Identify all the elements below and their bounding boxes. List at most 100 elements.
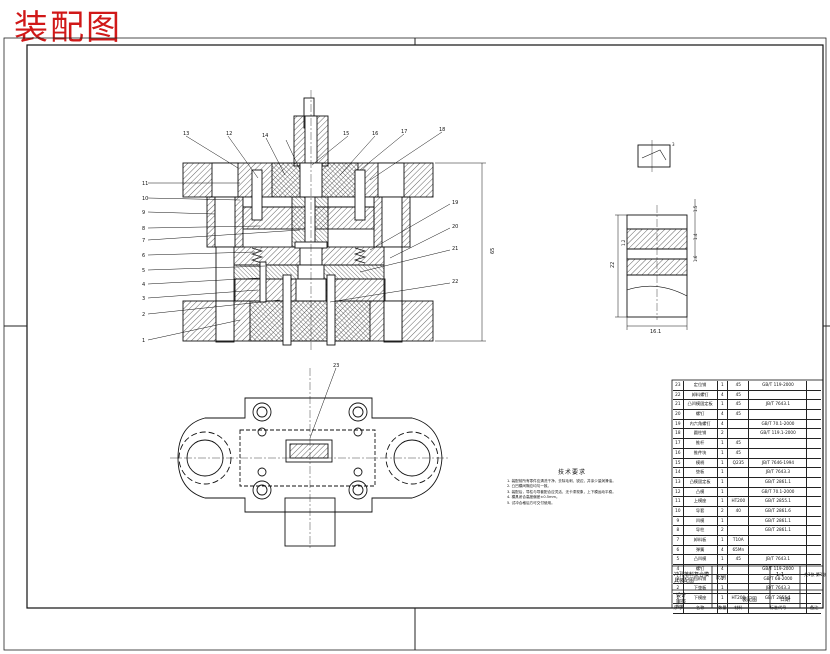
bom-cell: 4 <box>673 565 684 574</box>
bom-cell: HT200 <box>728 497 750 506</box>
bom-cell: 45 <box>728 555 750 565</box>
title-block-frame <box>671 379 824 609</box>
bom-cell: 12 <box>673 487 684 497</box>
bom-cell: 弹簧 <box>684 545 718 555</box>
bom-cell: 5 <box>673 555 684 565</box>
bom-cell <box>807 536 821 545</box>
detail-small: 1.2 <box>621 239 626 246</box>
bom-cell: 1 <box>718 574 729 584</box>
bom-cell: 4 <box>718 419 729 429</box>
bom-cell: 推杆 <box>684 439 718 448</box>
bom-cell: JB/T 7643.1 <box>749 400 808 410</box>
bom-cell: 数量 <box>718 603 729 613</box>
bom-cell: 7 <box>673 536 684 545</box>
bom-cell: 螺钉 <box>684 410 718 419</box>
bom-cell: 4 <box>718 390 729 400</box>
leaders-right <box>329 203 451 303</box>
bom-cell: GB/T 2855.1 <box>749 594 808 603</box>
note-line: 1. 装配前所有零件应清洗干净，去除毛刺、锐边，并涂少量润滑油。 <box>507 478 616 483</box>
bom-cell: 10 <box>673 506 684 516</box>
bom-cell: 凸模 <box>684 487 718 497</box>
balloon-top: 18 <box>439 127 445 133</box>
bom-cell: 2 <box>718 429 729 439</box>
bom-cell: 18 <box>673 429 684 439</box>
bom-cell: 垫板 <box>684 468 718 477</box>
balloons-top: 13 12 14 15 16 17 18 <box>183 127 445 139</box>
bom-cell: GB/T 70.1-2000 <box>749 419 808 429</box>
bom-cell: 1 <box>718 487 729 497</box>
balloon-right: 19 <box>452 200 458 206</box>
notes-title: 技术要求 <box>557 469 586 476</box>
bom-cell: 内六角螺钉 <box>684 419 718 429</box>
bom-cell: GB/T 119.1-2000 <box>749 429 808 439</box>
bom-cell <box>807 400 821 409</box>
bom-cell: 1 <box>718 477 729 487</box>
detail-small: 1.5 <box>693 205 698 212</box>
bom-cell: 2 <box>718 506 729 516</box>
bom-cell: 卸料板 <box>684 536 718 545</box>
bom-cell <box>728 516 750 526</box>
signer-design: 设计 <box>676 593 687 599</box>
bom-cell: 凸凹模固定板 <box>684 400 718 410</box>
bom-cell: JB/T 7643.3 <box>749 584 808 594</box>
balloon-left: 9 <box>142 210 145 216</box>
bom-cell: 40 <box>728 506 750 516</box>
detail-height: 22 <box>610 262 616 268</box>
bom-cell: 17 <box>673 439 684 448</box>
bom-cell: 1 <box>718 458 729 468</box>
bom-cell: 1 <box>673 594 684 603</box>
bom-cell: 推件块 <box>684 448 718 458</box>
detail-width: 16.1 <box>650 329 661 335</box>
bom-cell: 定位销 <box>684 381 718 390</box>
balloon-top: 12 <box>226 131 232 137</box>
bom-cell: 1 <box>718 400 729 410</box>
bom-cell <box>728 565 750 574</box>
bom-cell: GB/T 2861.1 <box>749 526 808 535</box>
bom-cell: JB/T 7646-1994 <box>749 458 808 468</box>
balloon-left: 10 <box>142 196 148 202</box>
bom-cell <box>749 536 808 545</box>
bom-cell <box>728 487 750 497</box>
bom-cell: 4 <box>718 565 729 574</box>
bom-cell: 1 <box>718 584 729 594</box>
bom-cell: 名称 <box>684 603 718 613</box>
bom-cell: 9 <box>673 516 684 526</box>
balloon-left: 4 <box>142 282 145 288</box>
bom-cell: 1 <box>718 448 729 458</box>
date-label: 日期 <box>780 597 791 603</box>
overall-height-dimension <box>435 162 486 342</box>
bom-cell: 凹模 <box>684 516 718 526</box>
bom-cell: 45 <box>728 381 750 390</box>
drawing-name: 冲孔落料复合模具装配图 <box>674 572 710 584</box>
bom-cell: GB/T 68-2000 <box>749 574 808 584</box>
balloons-left: 11 10 9 8 7 6 5 4 3 2 1 <box>142 181 148 344</box>
bom-cell: JB/T 7643.3 <box>749 468 808 477</box>
bom-cell: 备注 <box>810 604 819 610</box>
balloon-right: 22 <box>452 279 458 285</box>
bom-cell: 8 <box>673 526 684 535</box>
bom-cell: 1 <box>718 497 729 506</box>
bom-cell <box>807 468 821 477</box>
balloon-top: 17 <box>401 129 407 135</box>
leaders-left <box>147 182 301 341</box>
bom-cell <box>807 449 821 458</box>
part-detail <box>615 140 696 330</box>
plan-view <box>170 367 450 550</box>
bom-cell <box>728 429 750 439</box>
note-line: 5. 试冲合格后方可交付使用。 <box>507 500 555 505</box>
leaders-top <box>185 131 443 181</box>
bom-cell <box>807 546 821 555</box>
bom-cell <box>749 545 808 555</box>
bom-cell <box>749 390 808 400</box>
